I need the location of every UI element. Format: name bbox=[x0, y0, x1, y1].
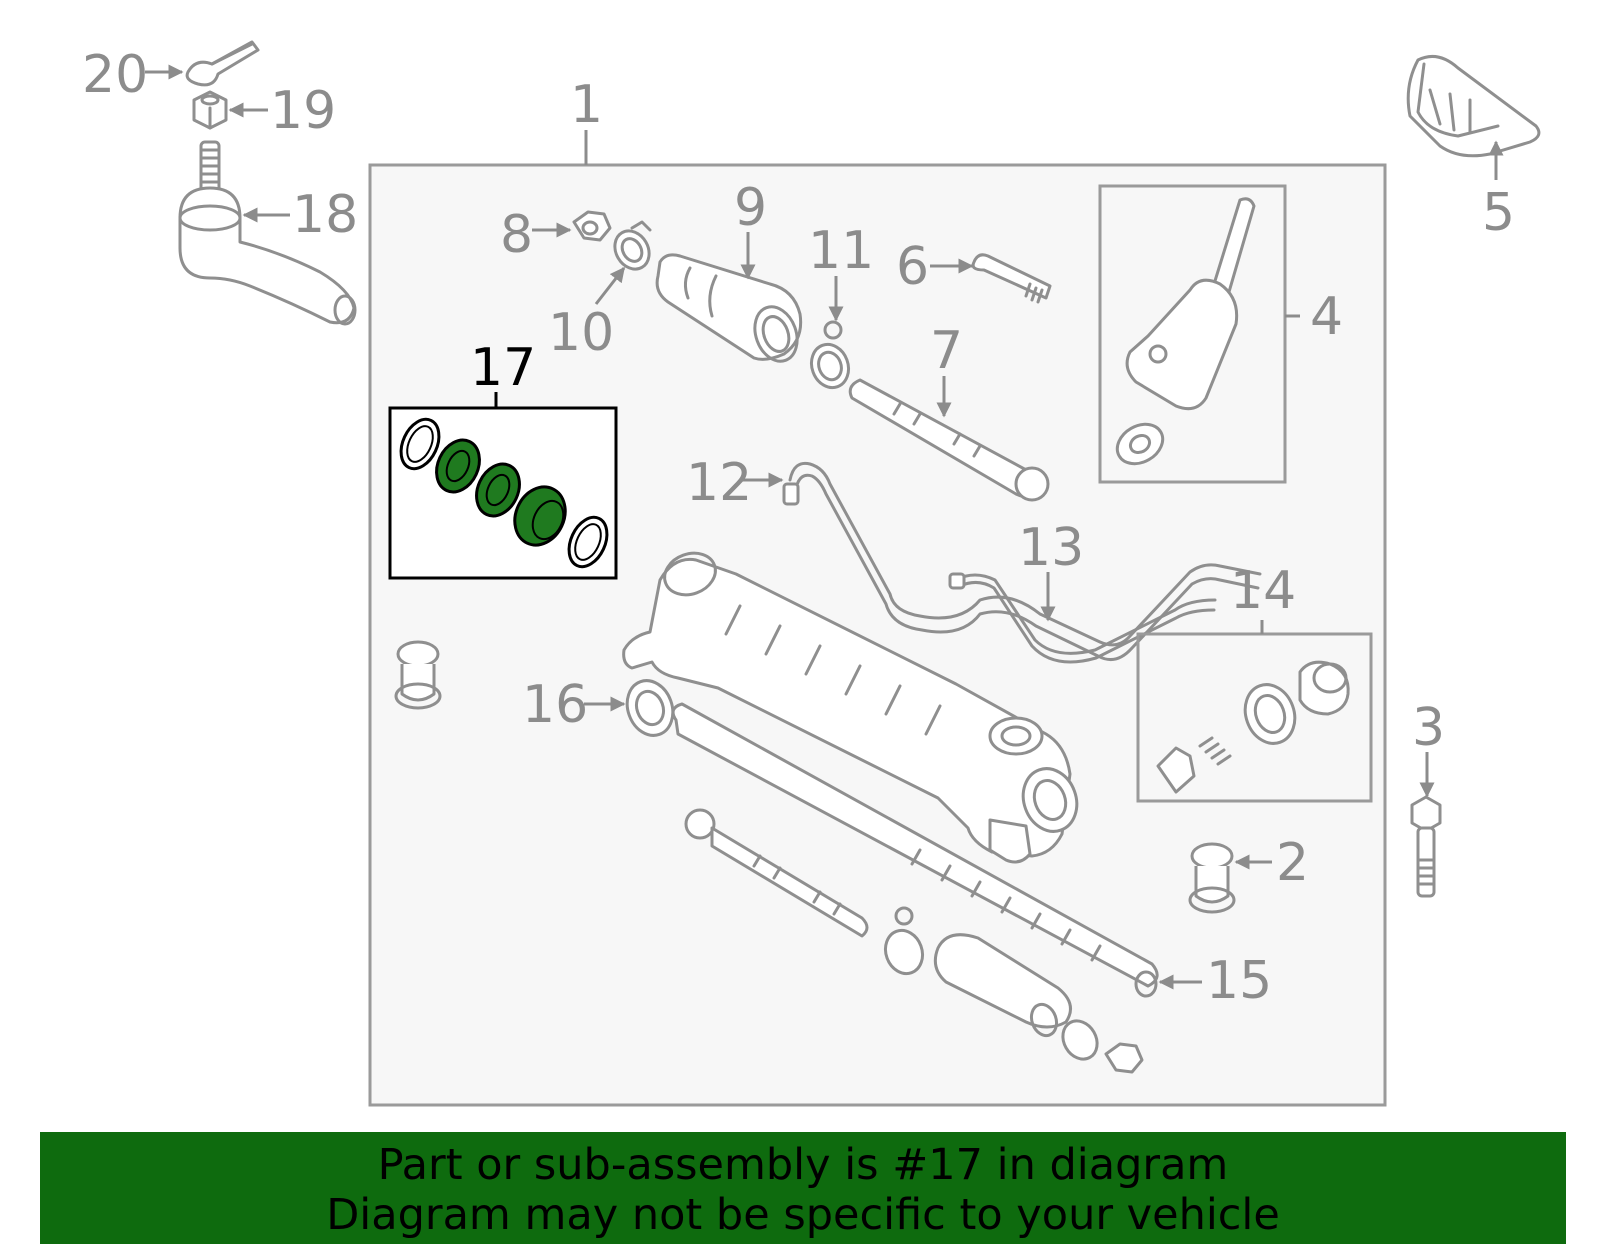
callout-3[interactable]: 3 bbox=[1412, 698, 1445, 758]
callout-18[interactable]: 18 bbox=[292, 185, 358, 245]
callout-17[interactable]: 17 bbox=[470, 338, 536, 398]
callout-11[interactable]: 11 bbox=[808, 221, 874, 281]
part-2-bushing[interactable] bbox=[1188, 842, 1236, 914]
part-4-pinion-valve[interactable] bbox=[1110, 197, 1256, 472]
info-banner: Part or sub-assembly is #17 in diagram D… bbox=[40, 1132, 1566, 1244]
callout-1[interactable]: 1 bbox=[570, 75, 603, 135]
callout-9[interactable]: 9 bbox=[734, 178, 767, 238]
part-3-bolt[interactable] bbox=[1410, 795, 1442, 898]
part-13-pipe[interactable] bbox=[948, 572, 1217, 664]
part-7-inner-tie-rod[interactable] bbox=[848, 378, 1050, 502]
part-18-tie-rod-end[interactable] bbox=[178, 140, 357, 326]
callout-19[interactable]: 19 bbox=[270, 81, 336, 141]
callout-2[interactable]: 2 bbox=[1276, 833, 1309, 893]
part-14-box bbox=[1136, 632, 1373, 803]
part-4-box bbox=[1098, 184, 1287, 484]
part-11-clip[interactable] bbox=[806, 320, 855, 393]
part-10-clamp[interactable] bbox=[608, 220, 656, 275]
callout-8[interactable]: 8 bbox=[500, 205, 533, 265]
callout-20[interactable]: 20 bbox=[82, 45, 148, 105]
part-8-nut[interactable] bbox=[572, 210, 612, 242]
part-12-pipe[interactable] bbox=[782, 461, 1262, 662]
callout-4[interactable]: 4 bbox=[1310, 287, 1343, 347]
lower-boot[interactable] bbox=[880, 906, 1144, 1074]
callout-14[interactable]: 14 bbox=[1230, 561, 1296, 621]
rack-housing[interactable] bbox=[622, 546, 1086, 864]
banner-line-1: Part or sub-assembly is #17 in diagram bbox=[377, 1140, 1229, 1190]
callout-7[interactable]: 7 bbox=[930, 321, 963, 381]
callout-16[interactable]: 16 bbox=[522, 675, 588, 735]
part-20-cotter-pin[interactable] bbox=[185, 40, 260, 87]
banner-line-2: Diagram may not be specific to your vehi… bbox=[326, 1190, 1280, 1240]
callout-15[interactable]: 15 bbox=[1206, 951, 1272, 1011]
callout-13[interactable]: 13 bbox=[1018, 518, 1084, 578]
left-bushing[interactable] bbox=[394, 640, 442, 710]
part-16-seal[interactable] bbox=[620, 674, 680, 742]
callout-5[interactable]: 5 bbox=[1482, 183, 1515, 243]
part-14-valve-kit[interactable] bbox=[1156, 660, 1350, 794]
part-9-boot[interactable] bbox=[655, 253, 804, 367]
lower-inner-tie-rod[interactable] bbox=[684, 808, 869, 938]
callout-10[interactable]: 10 bbox=[548, 303, 614, 363]
part-15-rack[interactable] bbox=[671, 702, 1159, 998]
part-19-nut[interactable] bbox=[192, 90, 228, 130]
part-5-dust-cover[interactable] bbox=[1406, 54, 1541, 158]
callout-12[interactable]: 12 bbox=[686, 453, 752, 513]
part-17-seal-kit[interactable] bbox=[394, 413, 615, 572]
callout-6[interactable]: 6 bbox=[896, 237, 929, 297]
